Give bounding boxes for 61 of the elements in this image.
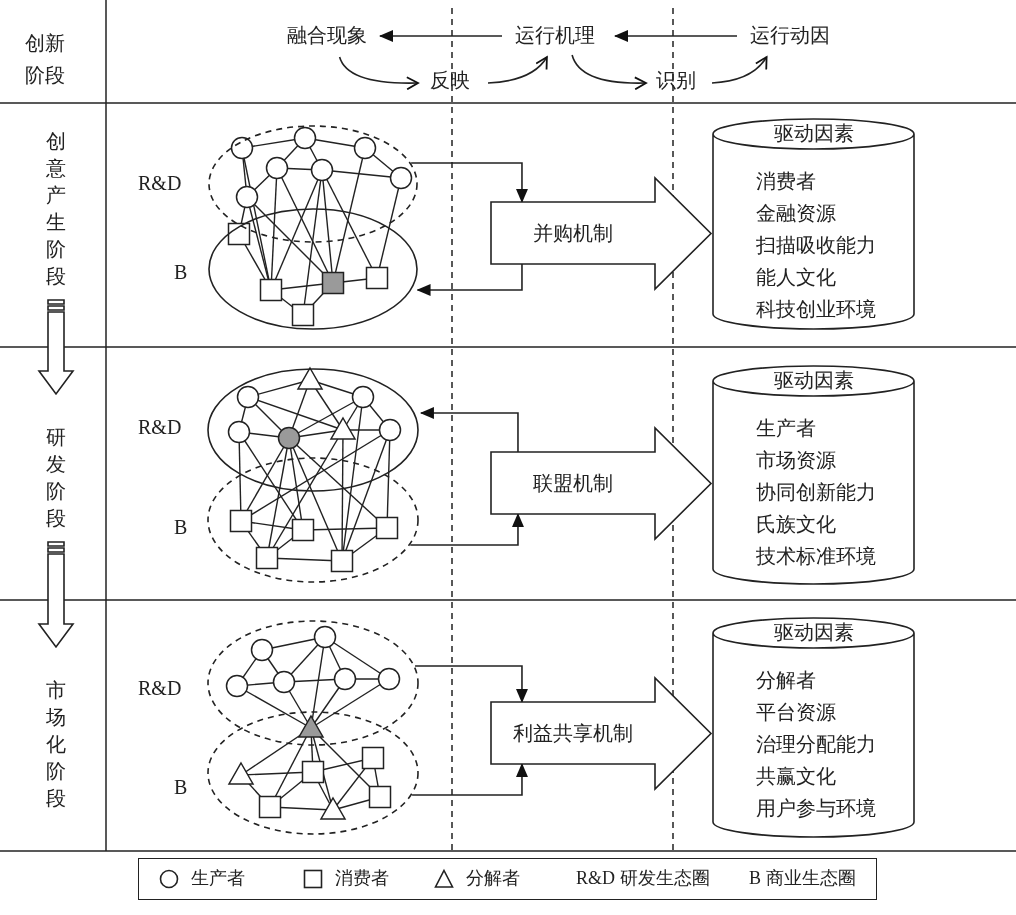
arrow xyxy=(419,407,519,453)
block-arrow xyxy=(490,677,712,790)
factor-text: 平台资源 xyxy=(756,700,836,724)
stage-label: 研发阶段 xyxy=(46,424,66,532)
arrow xyxy=(411,763,528,796)
curved-arrow xyxy=(571,54,647,90)
block-arrow-connector xyxy=(37,541,75,649)
curved-arrow xyxy=(711,56,768,84)
mechanism-label: 联盟机制 xyxy=(531,471,614,496)
cylinder-heading: 驱动因素 xyxy=(772,368,855,392)
ecosystem-label: B xyxy=(174,515,188,539)
factor-text: 氏族文化 xyxy=(756,512,836,536)
block-arrow-connector xyxy=(37,299,75,396)
factor-text: 治理分配能力 xyxy=(756,732,876,756)
ecosystem-label: B xyxy=(174,775,188,799)
factor-text: 科技创业环境 xyxy=(756,297,876,321)
arrow xyxy=(414,665,528,703)
stage-label: 创意产生阶段 xyxy=(46,128,66,290)
flow-label: 识别 xyxy=(654,68,698,94)
database-cylinder xyxy=(712,365,915,585)
legend-text: 分解者 xyxy=(466,868,520,890)
legend-text: R&D 研发生态圈 xyxy=(576,868,710,890)
factor-text: 协同创新能力 xyxy=(756,480,876,504)
database-cylinder xyxy=(712,617,915,838)
factor-text: 能人文化 xyxy=(756,265,836,289)
factor-text: 共赢文化 xyxy=(756,764,836,788)
factor-text: 生产者 xyxy=(756,416,816,440)
arrow xyxy=(409,513,524,546)
mechanism-label: 利益共享机制 xyxy=(511,721,634,746)
column-header: 创新阶段 xyxy=(25,31,66,88)
flow-label: 融合现象 xyxy=(282,23,372,49)
mechanism-label: 并购机制 xyxy=(531,221,614,246)
block-arrow xyxy=(490,427,712,540)
factor-text: 扫描吸收能力 xyxy=(756,233,876,257)
factor-text: 用户参与环境 xyxy=(756,796,876,820)
block-arrow xyxy=(490,177,712,290)
ecosystem-label: B xyxy=(174,260,188,284)
database-cylinder xyxy=(712,118,915,330)
legend-text: 消费者 xyxy=(335,868,389,890)
ecosystem-label: R&D xyxy=(138,415,182,439)
arrow xyxy=(416,263,523,296)
stage-label: 市场化阶段 xyxy=(46,677,66,812)
flow-label: 反映 xyxy=(428,68,472,94)
arrow xyxy=(379,30,503,42)
factor-text: 技术标准环境 xyxy=(756,544,876,568)
ecosystem-label: R&D xyxy=(138,676,182,700)
factor-text: 消费者 xyxy=(756,169,816,193)
curved-arrow xyxy=(338,56,419,90)
legend-text: 生产者 xyxy=(191,868,245,890)
factor-text: 市场资源 xyxy=(756,448,836,472)
factor-text: 金融资源 xyxy=(756,201,836,225)
arrow xyxy=(410,162,528,203)
factor-text: 分解者 xyxy=(756,668,816,692)
cylinder-heading: 驱动因素 xyxy=(772,620,855,644)
legend-text: B 商业生态圈 xyxy=(749,868,856,890)
ecosystem-label: R&D xyxy=(138,171,182,195)
arrow xyxy=(614,30,738,42)
curved-arrow xyxy=(487,56,548,84)
flow-label: 运行机理 xyxy=(510,23,600,49)
cylinder-heading: 驱动因素 xyxy=(772,121,855,145)
flow-label: 运行动因 xyxy=(745,23,835,49)
